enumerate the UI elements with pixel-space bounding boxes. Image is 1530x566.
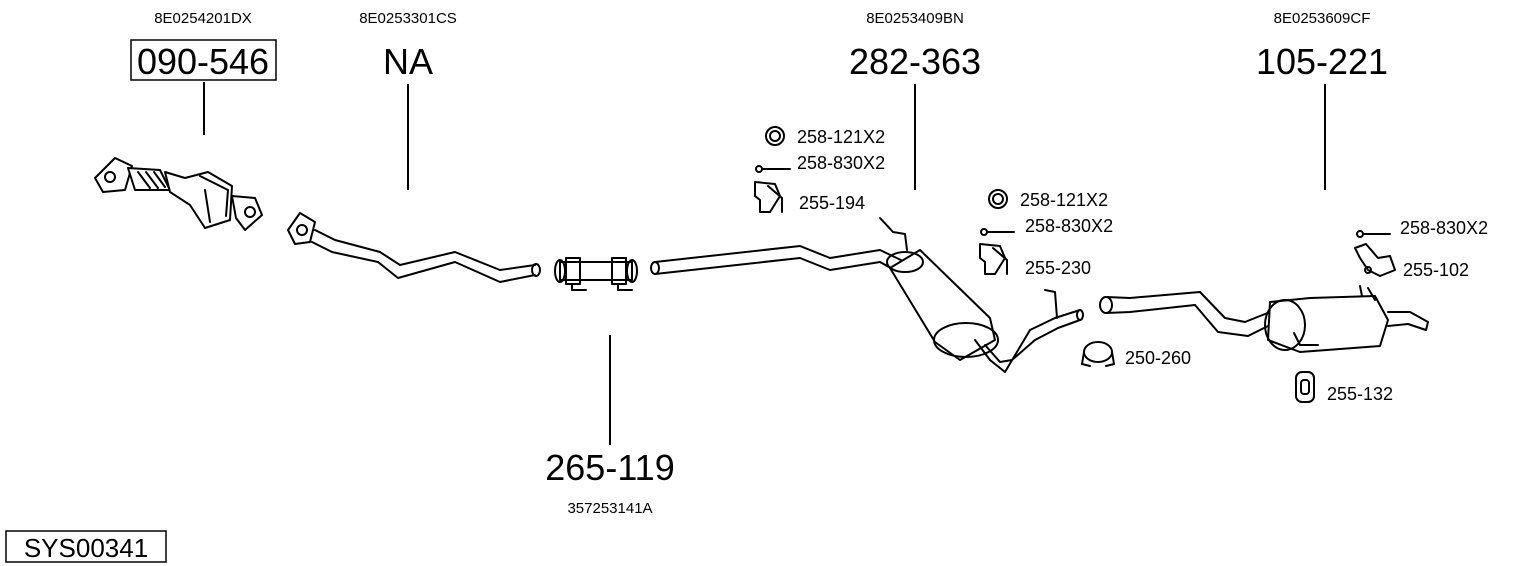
front-pipe-icon[interactable] — [287, 212, 541, 283]
accessory-label-5[interactable]: 258-830X2 — [1025, 216, 1113, 236]
rubber-ring-hanger-icon[interactable] — [1295, 371, 1315, 403]
accessory-label-7[interactable]: 250-260 — [1125, 348, 1191, 368]
accessory-label-8[interactable]: 258-830X2 — [1400, 218, 1488, 238]
mounting-bracket-icon[interactable] — [1354, 243, 1396, 277]
gasket-ring-inner-icon — [992, 193, 1004, 205]
middle-silencer-icon[interactable] — [650, 217, 1084, 373]
part-number-box-catalyst — [130, 39, 277, 81]
bolt-icon[interactable] — [755, 165, 791, 173]
system-code-box — [5, 530, 167, 563]
pipe-clamp-icon[interactable] — [1081, 341, 1115, 367]
pipe-connector-icon[interactable] — [554, 257, 638, 291]
oe-number-middle-silencer: 8E0253409BN — [866, 10, 964, 27]
bolt-icon[interactable] — [980, 228, 1015, 236]
oe-number-connector: 357253141A — [567, 500, 652, 517]
accessory-label-10[interactable]: 255-132 — [1327, 384, 1393, 404]
system-code: SYS00341 — [24, 533, 148, 563]
catalytic-converter-icon[interactable] — [94, 157, 263, 231]
oe-number-rear-silencer: 8E0253609CF — [1274, 10, 1371, 27]
gasket-ring-icon[interactable] — [765, 126, 785, 146]
oe-number-catalyst: 8E0254201DX — [154, 10, 252, 27]
rear-silencer-icon[interactable] — [1099, 285, 1429, 353]
accessory-label-1[interactable]: 258-121X2 — [797, 127, 885, 147]
rubber-hanger-icon[interactable] — [754, 181, 783, 213]
accessory-label-9[interactable]: 255-102 — [1403, 260, 1469, 280]
accessory-label-3[interactable]: 255-194 — [799, 193, 865, 213]
accessory-label-4[interactable]: 258-121X2 — [1020, 190, 1108, 210]
gasket-ring-inner-icon — [769, 130, 781, 142]
rubber-hanger-icon[interactable] — [979, 243, 1008, 275]
part-number-front-pipe[interactable]: NA — [383, 41, 433, 82]
oe-number-front-pipe: 8E0253301CS — [359, 10, 457, 27]
part-number-connector[interactable]: 265-119 — [545, 447, 674, 488]
part-number-catalyst[interactable]: 090-546 — [137, 41, 269, 82]
accessory-label-6[interactable]: 255-230 — [1025, 258, 1091, 278]
gasket-ring-icon[interactable] — [988, 189, 1008, 209]
part-number-middle-silencer[interactable]: 282-363 — [849, 41, 981, 82]
bolt-icon[interactable] — [1356, 230, 1391, 238]
part-number-rear-silencer[interactable]: 105-221 — [1256, 41, 1388, 82]
accessory-label-2[interactable]: 258-830X2 — [797, 153, 885, 173]
